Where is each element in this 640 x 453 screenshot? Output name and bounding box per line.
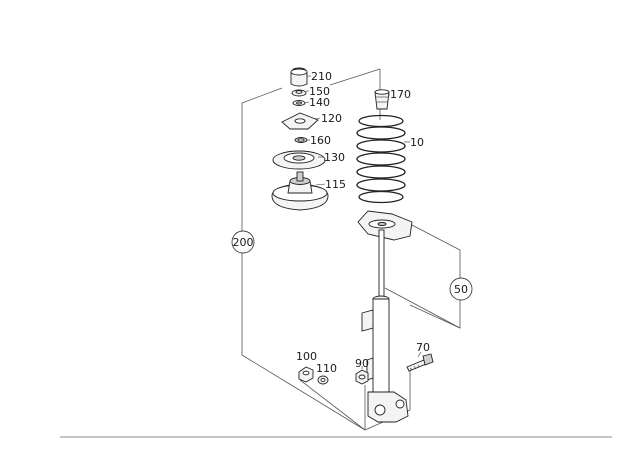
part-130-support-ring xyxy=(272,150,326,170)
label-140: 140 xyxy=(309,96,330,109)
label-50-circle: 50 xyxy=(449,277,473,301)
label-110: 110 xyxy=(316,362,337,375)
label-90: 90 xyxy=(355,357,369,370)
part-115-strut-mount xyxy=(271,171,329,211)
part-150-washer xyxy=(291,89,307,97)
label-120: 120 xyxy=(321,112,342,125)
part-100-hex-nut xyxy=(298,366,314,383)
part-210-bump-cap xyxy=(290,67,308,87)
part-120-plate xyxy=(281,112,319,130)
label-130: 130 xyxy=(324,151,345,164)
label-100: 100 xyxy=(296,350,317,363)
part-70-bolt xyxy=(406,353,434,372)
label-170: 170 xyxy=(390,88,411,101)
label-10: 10 xyxy=(410,136,424,149)
assembly-frame-lines xyxy=(241,68,461,431)
label-210: 210 xyxy=(311,70,332,83)
label-160: 160 xyxy=(310,134,331,147)
leader-lines xyxy=(304,75,422,369)
part-50-shock-strut xyxy=(357,210,413,423)
part-170-bump-stop xyxy=(374,89,390,110)
part-10-coil-spring xyxy=(356,114,406,204)
part-110-washer xyxy=(317,375,329,385)
part-90-nut xyxy=(355,369,369,385)
label-150: 150 xyxy=(309,85,330,98)
label-200-circle: 200 xyxy=(231,230,255,254)
label-50: 50 xyxy=(454,283,468,296)
part-160-bearing xyxy=(294,137,308,143)
part-140-ring xyxy=(292,100,306,106)
label-200: 200 xyxy=(233,236,254,249)
label-70: 70 xyxy=(416,341,430,354)
label-115: 115 xyxy=(325,178,346,191)
